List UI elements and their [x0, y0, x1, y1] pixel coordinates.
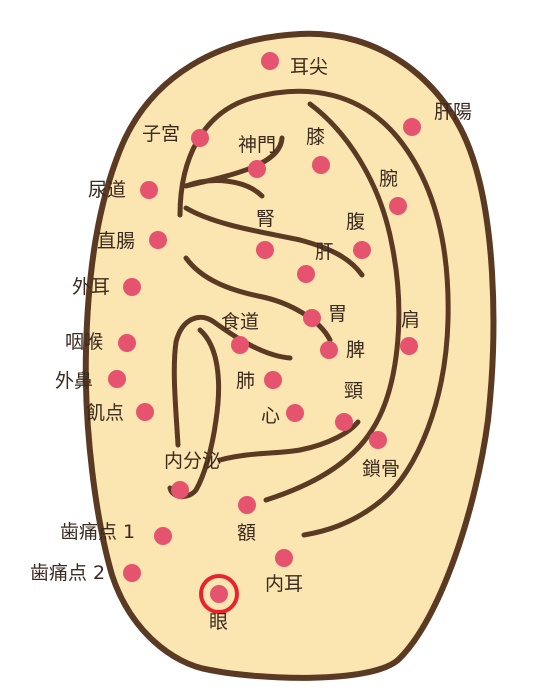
label-knee: 膝: [306, 126, 326, 148]
point-stomach: [303, 309, 321, 327]
label-kidney: 腎: [256, 208, 276, 230]
label-hunger-point: 飢点: [86, 402, 125, 424]
point-external-nose: [108, 370, 126, 388]
label-shenmen: 神門: [238, 134, 277, 156]
triangular-fossa-line: [183, 205, 365, 278]
point-rectum: [149, 231, 167, 249]
concha-line: [171, 315, 293, 448]
label-throat: 咽喉: [65, 331, 104, 353]
point-ear-apex: [261, 52, 279, 70]
point-esophagus: [231, 336, 249, 354]
label-shoulder: 肩: [401, 309, 421, 331]
helix-groove: [177, 88, 451, 538]
point-wrist: [389, 197, 407, 215]
label-inner-ear: 内耳: [265, 573, 304, 595]
label-neck: 頸: [344, 380, 364, 402]
point-external-ear: [123, 278, 141, 296]
label-ear-apex: 耳尖: [290, 56, 329, 78]
label-urethra: 尿道: [88, 179, 127, 201]
point-clavicle: [369, 431, 387, 449]
point-heart: [286, 404, 304, 422]
label-external-ear: 外耳: [72, 276, 111, 298]
point-toothache-2: [123, 564, 141, 582]
point-neck: [335, 413, 353, 431]
label-toothache-1: 歯痛点 1: [60, 521, 136, 543]
label-uterus: 子宮: [142, 123, 181, 145]
point-uterus: [191, 129, 209, 147]
label-rectum: 直腸: [97, 230, 136, 252]
label-toothache-2: 歯痛点 2: [30, 562, 106, 584]
label-endocrine: 内分泌: [164, 450, 222, 472]
label-forehead: 額: [237, 522, 257, 544]
point-spleen: [320, 341, 338, 359]
point-inner-ear: [275, 549, 293, 567]
point-forehead: [238, 496, 256, 514]
label-lung: 肺: [236, 370, 256, 392]
eye-highlight-ring: [199, 574, 239, 614]
label-wrist: 腕: [379, 168, 399, 190]
antihelix-groove: [263, 101, 402, 503]
point-eye: [210, 585, 228, 603]
point-abdomen: [353, 241, 371, 259]
point-toothache-1: [154, 527, 172, 545]
label-external-nose: 外鼻: [55, 370, 94, 392]
label-heart: 心: [261, 405, 281, 427]
point-lung: [264, 371, 282, 389]
label-liver-yang: 肝陽: [434, 101, 473, 123]
label-eye: 眼: [209, 611, 229, 633]
point-throat: [118, 334, 136, 352]
point-shenmen: [248, 160, 266, 178]
point-liver: [297, 265, 315, 283]
point-knee: [312, 156, 330, 174]
point-kidney: [256, 241, 274, 259]
intertragic-notch-line: [217, 419, 361, 463]
label-clavicle: 鎖骨: [362, 458, 401, 480]
label-spleen: 脾: [346, 339, 366, 361]
point-hunger-point: [136, 403, 154, 421]
point-shoulder: [400, 337, 418, 355]
point-urethra: [140, 181, 158, 199]
label-liver: 肝: [315, 241, 335, 263]
label-esophagus: 食道: [221, 311, 260, 333]
point-endocrine: [171, 481, 189, 499]
point-liver-yang: [403, 118, 421, 136]
label-abdomen: 腹: [346, 211, 366, 233]
label-stomach: 胃: [328, 303, 348, 325]
